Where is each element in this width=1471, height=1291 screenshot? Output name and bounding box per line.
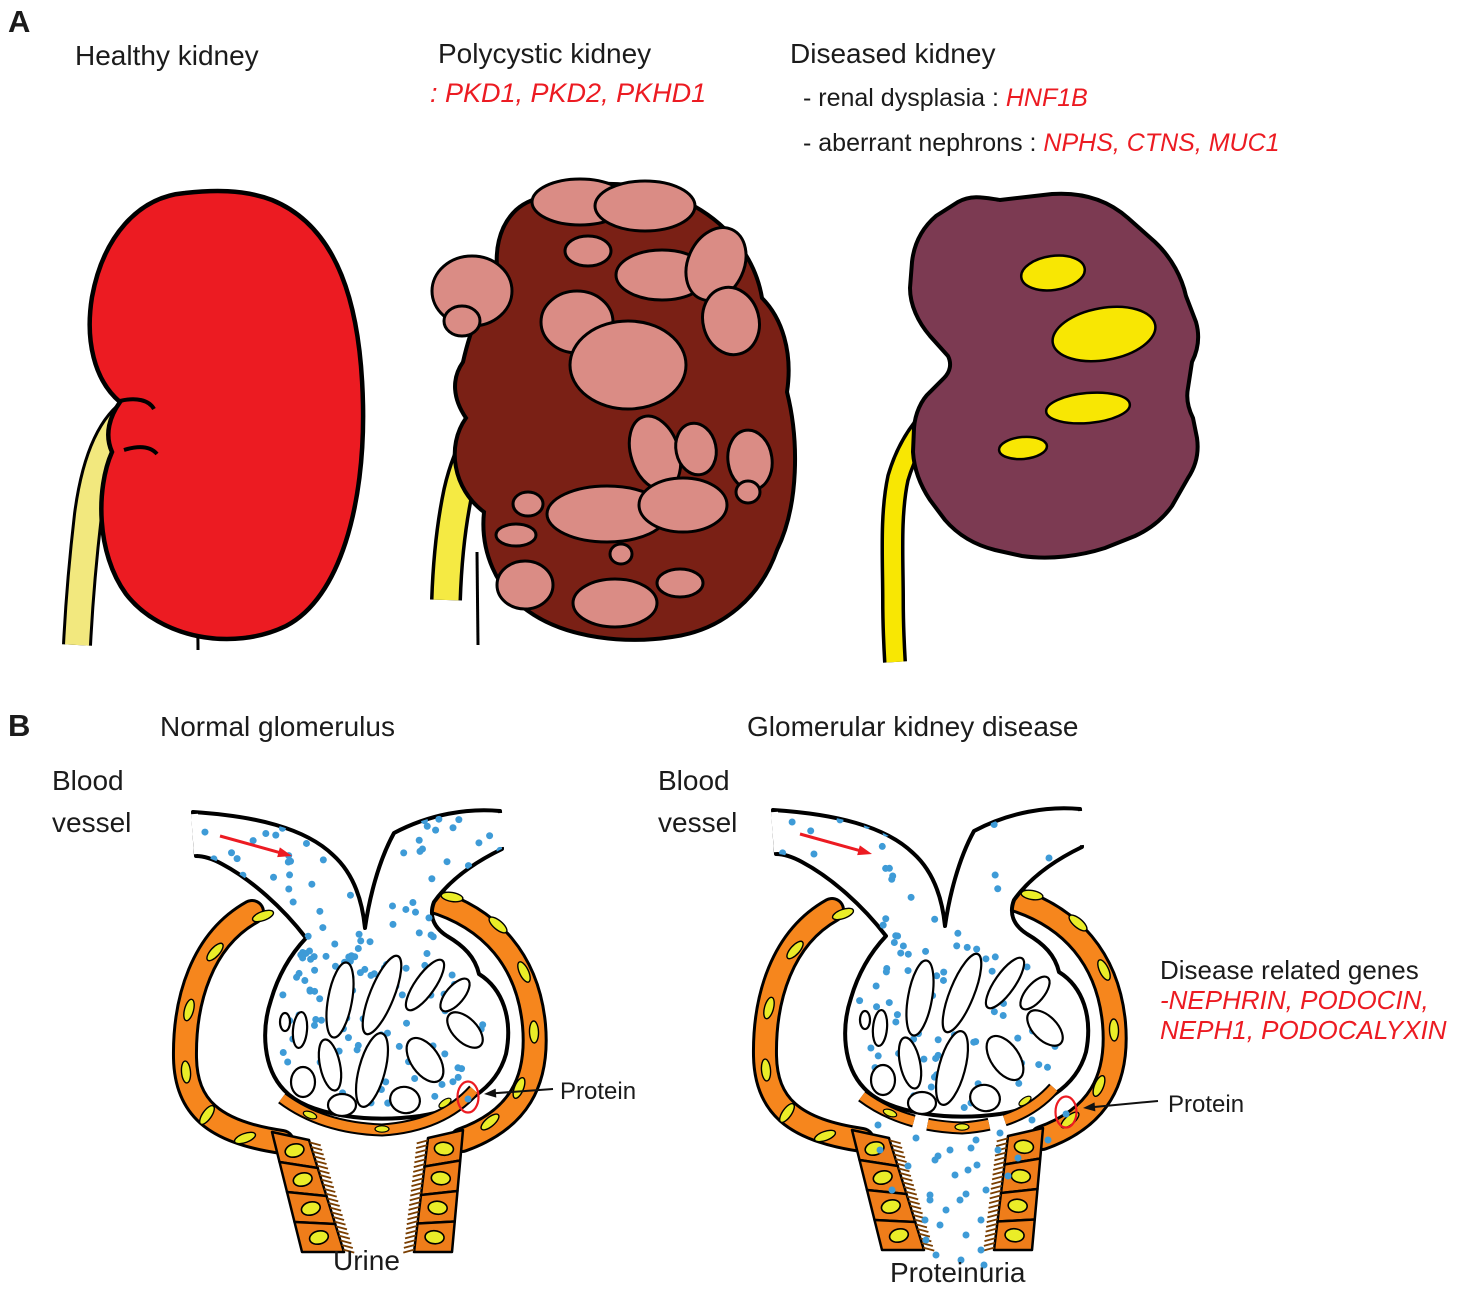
diseased-item-1-genes: HNF1B [1005,84,1088,112]
healthy-kidney-illustration [62,188,366,651]
diseased-item-1-text: - renal dysplasia : [803,84,1006,112]
diseased-kidney-illustration [880,191,1201,663]
panel-a-letter: A [8,4,31,39]
protein-annotation [1054,1095,1159,1129]
normal-glomerulus-illustration [171,808,554,1254]
diseased-kidney-item-2: - aberrant nephrons : NPHS, CTNS, MUC1 [803,129,1280,158]
proteinuria-label: Proteinuria [890,1257,1026,1288]
protein-annotation [456,1080,554,1114]
polycystic-gene-list: : PKD1, PKD2, PKHD1 [430,78,707,108]
healthy-kidney-title: Healthy kidney [75,40,259,71]
normal-glomerulus-title: Normal glomerulus [160,711,395,742]
disease-genes-block: Disease related genes -NEPHRIN, PODOCIN,… [1160,955,1447,1046]
urine-label: Urine [333,1245,400,1276]
diseased-glomerulus-illustration [751,806,1159,1269]
protein-label-left: Protein [560,1078,637,1105]
blood-vessel-label-right: Blood vessel [658,765,738,838]
disease-genes-line2: NEPH1, PODOCALYXIN [1160,1014,1447,1045]
polycystic-kidney-title: Polycystic kidney [438,38,652,69]
protein-label-right: Protein [1168,1091,1245,1118]
diseased-item-2-text: - aberrant nephrons : [803,129,1044,157]
glomerular-disease-title: Glomerular kidney disease [747,711,1079,742]
polycystic-kidney-illustration [430,177,797,646]
diseased-item-2-genes: NPHS, CTNS, MUC1 [1043,129,1280,157]
blood-vessel-label-left: Blood vessel [52,765,132,838]
diseased-kidney-item-1: - renal dysplasia : HNF1B [803,84,1088,113]
disease-genes-line1: -NEPHRIN, PODOCIN, [1160,984,1429,1015]
panel-b-letter: B [8,708,31,743]
disease-genes-heading: Disease related genes [1160,955,1419,985]
diseased-kidney-title: Diseased kidney [790,38,996,69]
leaked-protein-dots [874,1116,1052,1269]
